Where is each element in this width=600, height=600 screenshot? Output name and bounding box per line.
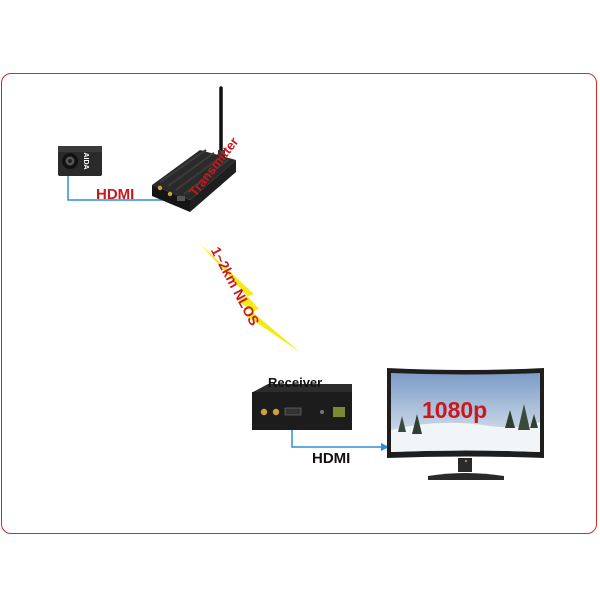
hdmi-cable-bottom	[291, 425, 382, 448]
monitor-icon	[387, 368, 544, 480]
hdmi-label-top: HDMI	[96, 186, 135, 203]
hdmi-cable-bottom-arrow	[381, 443, 389, 451]
transmitter-icon	[152, 86, 236, 212]
resolution-label: 1080p	[422, 397, 488, 423]
receiver-label: Receiver	[268, 375, 323, 390]
wireless-bolt-icon	[200, 244, 300, 352]
hdmi-label-bottom: HDMI	[312, 450, 351, 467]
camera-brand-text: AIDA	[82, 152, 89, 169]
hdmi-cable-top	[67, 175, 172, 201]
diagram-frame	[1, 73, 597, 534]
receiver-icon	[252, 384, 352, 430]
camera-icon: AIDA	[58, 146, 102, 176]
